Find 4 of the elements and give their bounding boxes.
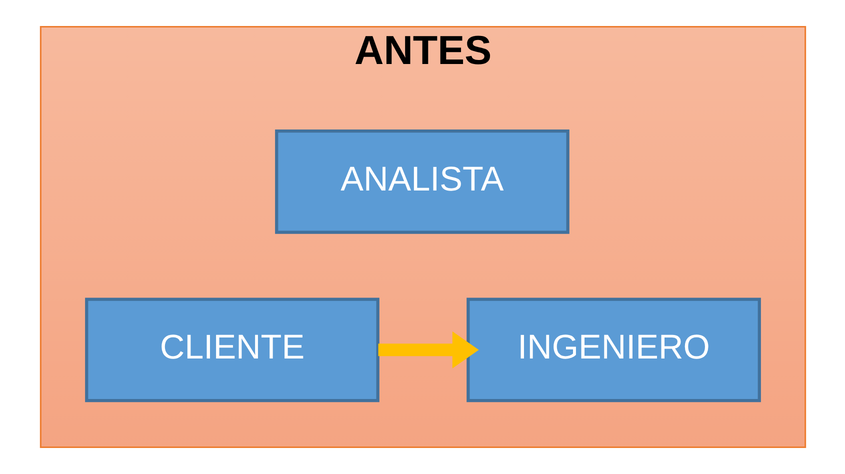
node-box: CLIENTE — [84, 298, 379, 402]
node-box: INGENIERO — [466, 298, 760, 402]
node-box: ANALISTA — [274, 130, 569, 234]
arrow — [378, 331, 478, 368]
